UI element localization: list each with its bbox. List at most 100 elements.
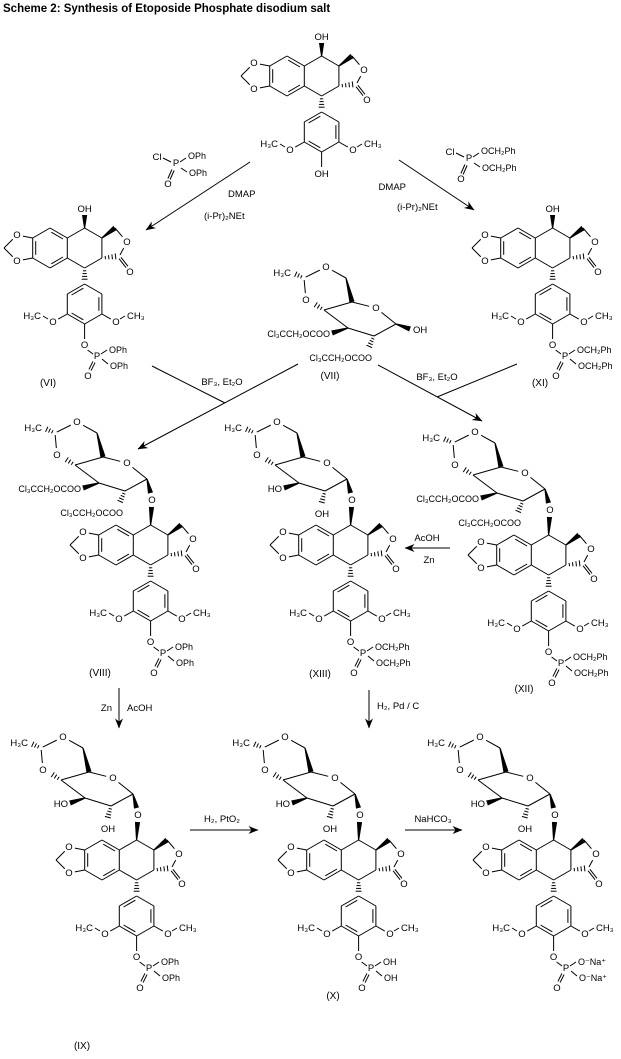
svg-text:O: O	[133, 952, 140, 963]
svg-text:H₃C: H₃C	[427, 738, 445, 749]
svg-text:O: O	[250, 58, 257, 69]
svg-text:P: P	[173, 158, 179, 169]
svg-text:P: P	[466, 153, 472, 164]
svg-text:OPh: OPh	[189, 168, 207, 178]
svg-text:O: O	[400, 879, 407, 890]
svg-text:O: O	[349, 145, 356, 156]
svg-text:Cl₃CCH₂OCOO: Cl₃CCH₂OCOO	[18, 484, 81, 494]
svg-text:OCH₂Ph: OCH₂Ph	[574, 668, 609, 678]
svg-text:O: O	[392, 564, 399, 575]
svg-text:O: O	[134, 810, 141, 821]
svg-text:O: O	[302, 295, 309, 306]
svg-text:O: O	[323, 458, 330, 469]
svg-text:H₃C: H₃C	[232, 738, 250, 749]
svg-text:H₃C: H₃C	[297, 923, 315, 934]
svg-text:OH: OH	[383, 957, 397, 967]
svg-text:OH: OH	[101, 824, 115, 835]
svg-text:OCH₂Ph: OCH₂Ph	[578, 361, 613, 371]
svg-text:H₃C: H₃C	[89, 608, 107, 619]
svg-text:O: O	[350, 668, 357, 679]
svg-text:O: O	[65, 868, 72, 879]
svg-text:O: O	[115, 614, 122, 625]
svg-text:O: O	[590, 574, 597, 585]
svg-text:HO: HO	[54, 799, 68, 810]
svg-text:O: O	[476, 732, 483, 743]
svg-text:O: O	[456, 765, 463, 776]
svg-text:O: O	[451, 460, 458, 471]
svg-text:CH₃: CH₃	[193, 608, 211, 619]
svg-text:Cl₃CCH₂OCOO: Cl₃CCH₂OCOO	[60, 508, 123, 518]
svg-text:O: O	[549, 340, 556, 351]
svg-text:H₃C: H₃C	[75, 923, 93, 934]
svg-text:OPh: OPh	[175, 642, 193, 652]
svg-text:HO: HO	[276, 799, 290, 810]
svg-text:O: O	[286, 145, 293, 156]
svg-text:O: O	[253, 450, 260, 461]
svg-text:OH: OH	[314, 169, 328, 180]
compound-number-VII: (VII)	[321, 371, 340, 382]
svg-text:H₃C: H₃C	[273, 268, 291, 279]
svg-text:OH: OH	[384, 973, 398, 983]
svg-text:O: O	[477, 537, 484, 548]
svg-text:O: O	[81, 340, 88, 351]
svg-text:P: P	[368, 963, 374, 974]
svg-text:O: O	[287, 842, 294, 853]
svg-text:H₃C: H₃C	[289, 608, 307, 619]
reagent-label: DMAP	[228, 189, 255, 200]
svg-text:O: O	[355, 952, 362, 963]
svg-text:O: O	[49, 317, 56, 328]
svg-text:O: O	[550, 952, 557, 963]
svg-text:O: O	[358, 983, 365, 994]
svg-text:O: O	[175, 849, 182, 860]
svg-text:Cl: Cl	[446, 147, 455, 158]
svg-text:OPh: OPh	[110, 361, 128, 371]
reagent-label: H₂, Pd / C	[377, 701, 419, 712]
svg-text:O: O	[397, 849, 404, 860]
svg-text:OCH₂Ph: OCH₂Ph	[573, 652, 608, 662]
svg-text:P: P	[146, 963, 152, 974]
svg-text:O: O	[482, 842, 489, 853]
svg-text:O: O	[477, 563, 484, 574]
step-glycosylation-right: BF₃, Et₂O	[377, 363, 518, 422]
svg-text:O: O	[79, 527, 86, 538]
reagent-label: H₂, PtO₂	[204, 814, 240, 825]
svg-text:O: O	[372, 303, 379, 314]
svg-text:O: O	[148, 495, 155, 506]
svg-text:O⁻Na⁺: O⁻Na⁺	[578, 957, 606, 967]
svg-text:OCH₂Ph: OCH₂Ph	[577, 345, 612, 355]
svg-text:H₃C: H₃C	[422, 433, 440, 444]
svg-text:O⁻Na⁺: O⁻Na⁺	[579, 973, 607, 983]
svg-text:H₃C: H₃C	[23, 311, 41, 322]
step-ix-to-x: H₂, PtO₂	[190, 813, 259, 834]
svg-text:OH: OH	[315, 509, 329, 520]
step-glycosylation-left: BF₃, Et₂O	[137, 363, 299, 450]
svg-text:CH₃: CH₃	[595, 311, 613, 322]
svg-text:H₃C: H₃C	[24, 423, 42, 434]
svg-text:OPh: OPh	[176, 658, 194, 668]
svg-text:O: O	[457, 174, 464, 185]
svg-text:OPh: OPh	[109, 345, 127, 355]
svg-text:O: O	[123, 458, 130, 469]
svg-text:O: O	[79, 553, 86, 564]
svg-text:CH₃: CH₃	[401, 923, 419, 934]
step-xiii-to-x: H₂, Pd / C	[365, 690, 421, 729]
svg-text:O: O	[581, 929, 588, 940]
svg-text:HO: HO	[268, 484, 282, 495]
svg-text:CH₃: CH₃	[179, 923, 197, 934]
svg-text:O: O	[126, 267, 133, 278]
svg-text:O: O	[363, 95, 370, 106]
compound-number-IX: (IX)	[74, 1041, 90, 1052]
svg-text:O: O	[378, 614, 385, 625]
compound-number-X: (X)	[326, 991, 339, 1002]
svg-text:CH₃: CH₃	[127, 311, 145, 322]
svg-text:H₃C: H₃C	[260, 139, 278, 150]
reaction-arrow	[398, 159, 475, 211]
svg-text:O: O	[592, 849, 599, 860]
reagent-label: BF₃, Et₂O	[416, 372, 457, 383]
svg-text:O: O	[481, 256, 488, 267]
svg-text:O: O	[548, 678, 555, 689]
svg-text:O: O	[281, 732, 288, 743]
svg-text:O: O	[101, 929, 108, 940]
